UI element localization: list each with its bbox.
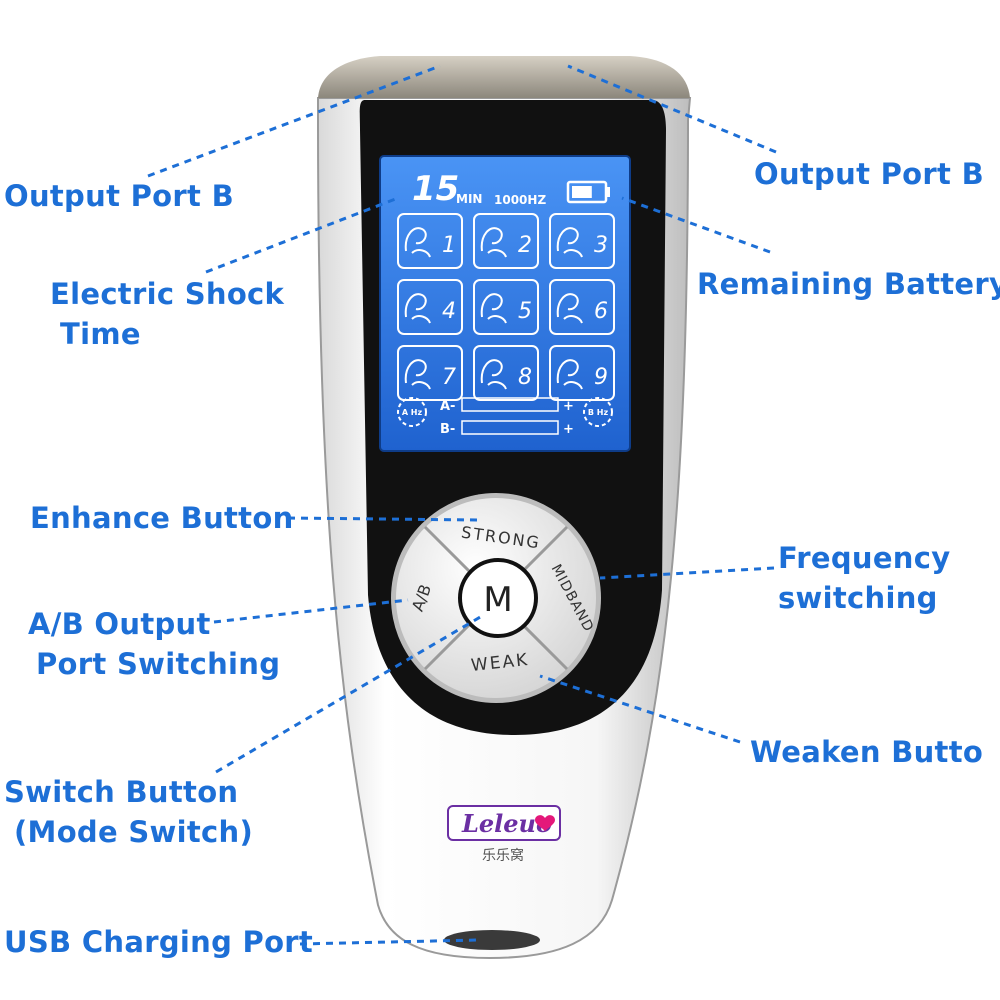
channel-b-plus: + — [563, 422, 574, 437]
channel-a-plus: + — [563, 399, 574, 414]
mode-button-label: M — [483, 580, 512, 620]
massage-mode-icon — [404, 293, 431, 324]
mode-cell-2: 2 — [473, 213, 539, 269]
label-weaken-button: Weaken Butto — [750, 732, 983, 772]
battery-fill — [572, 186, 592, 198]
massage-mode-icon — [404, 359, 431, 390]
label-ab-port-switching: A/B Output Port Switching — [28, 604, 280, 684]
control-pad: STRONG WEAK MIDBAND A/B M — [391, 493, 601, 703]
mode-number: 5 — [518, 299, 532, 324]
mode-number: 6 — [594, 299, 608, 324]
label-ab-line1: A/B Output — [28, 607, 211, 641]
mode-cell-5: 5 — [473, 279, 539, 335]
label-output-port-left-text: Output Port B — [4, 179, 234, 213]
label-ab-line2: Port Switching — [36, 647, 281, 681]
massage-mode-icon — [556, 359, 583, 390]
massage-mode-icon — [480, 359, 507, 390]
channel-b-label: B- — [440, 422, 455, 437]
mode-number: 7 — [442, 365, 456, 390]
mode-number: 4 — [442, 299, 456, 324]
label-output-port-right: Output Port B — [754, 154, 984, 194]
massage-mode-icon — [404, 227, 431, 258]
label-electric-shock-line2: Time — [60, 317, 141, 351]
label-usb-charging-port-text: USB Charging Port — [4, 925, 314, 959]
label-remaining-battery: Remaining Battery — [697, 264, 1000, 304]
mode-number: 3 — [594, 233, 608, 258]
b-hz-indicator: B Hz — [583, 397, 613, 427]
label-usb-charging-port: USB Charging Port — [4, 922, 313, 962]
usb-port[interactable] — [444, 930, 540, 950]
massage-mode-icon — [556, 293, 583, 324]
mode-number: 9 — [594, 365, 608, 390]
label-frequency-switching: Frequency switching — [778, 538, 950, 618]
label-electric-shock-time: Electric Shock Time — [50, 274, 284, 354]
mode-grid: 1 2 3 4 5 6 7 8 9 — [397, 213, 615, 401]
label-mode-switch: Switch Button (Mode Switch) — [4, 772, 253, 852]
leader-lines — [147, 64, 777, 946]
battery-icon — [566, 180, 610, 204]
label-mode-switch-line1: Switch Button — [4, 775, 239, 809]
label-enhance-button-text: Enhance Button — [30, 501, 294, 535]
mode-cell-1: 1 — [397, 213, 463, 269]
label-output-port-right-text: Output Port B — [754, 157, 984, 191]
lcd-screen: 15 MIN 1000HZ 1 2 3 4 5 6 7 8 9 A- + B- + A Hz B… — [379, 155, 631, 452]
mode-cell-9: 9 — [549, 345, 615, 401]
label-mode-switch-line2: (Mode Switch) — [14, 815, 254, 849]
lcd-frequency: 1000HZ — [494, 193, 546, 207]
massage-mode-icon — [556, 227, 583, 258]
label-frequency-line1: Frequency — [778, 541, 951, 575]
a-hz-indicator: A Hz — [397, 397, 427, 427]
brand-chinese-name: 乐乐窝 — [482, 847, 524, 864]
lcd-timer-unit: MIN — [456, 192, 482, 206]
mode-cell-3: 3 — [549, 213, 615, 269]
mode-number: 2 — [518, 233, 532, 258]
label-output-port-left: Output Port B — [4, 176, 234, 216]
lcd-timer-value: 15 — [412, 169, 459, 209]
b-hz-label: B Hz — [588, 408, 609, 417]
channel-b-bar: B- + — [440, 420, 574, 437]
label-weaken-button-text: Weaken Butto — [750, 735, 984, 769]
heart-icon — [535, 815, 555, 831]
label-enhance-button: Enhance Button — [30, 498, 294, 538]
label-remaining-battery-text: Remaining Battery — [697, 267, 1000, 301]
mode-cell-7: 7 — [397, 345, 463, 401]
label-frequency-line2: switching — [778, 581, 938, 615]
channel-a-label: A- — [440, 399, 455, 414]
mode-cell-8: 8 — [473, 345, 539, 401]
mode-cell-6: 6 — [549, 279, 615, 335]
brand-logo: Leleuo 乐乐窝 — [447, 805, 561, 864]
a-hz-label: A Hz — [402, 408, 423, 417]
channel-a-bar: A- + — [440, 397, 574, 414]
device-top-cap — [318, 56, 690, 98]
mode-cell-4: 4 — [397, 279, 463, 335]
massage-mode-icon — [480, 227, 507, 258]
mode-number: 1 — [442, 233, 456, 258]
massage-mode-icon — [480, 293, 507, 324]
label-electric-shock-line1: Electric Shock — [50, 277, 285, 311]
mode-number: 8 — [518, 365, 532, 390]
